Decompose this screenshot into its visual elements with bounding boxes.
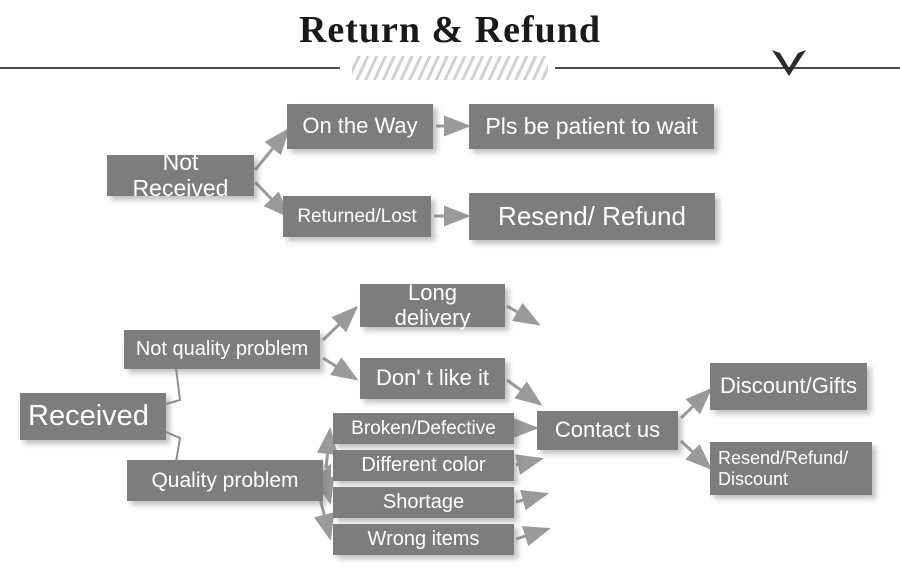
node-resend-refund-discount[interactable]: Resend/Refund/ Discount — [710, 442, 872, 495]
hatched-divider-icon — [352, 56, 548, 80]
page-title: Return & Refund — [298, 9, 602, 51]
chevron-down-icon — [770, 48, 808, 78]
node-not-quality-problem[interactable]: Not quality problem — [124, 330, 320, 369]
node-wrong-items[interactable]: Wrong items — [333, 524, 514, 555]
node-long-delivery[interactable]: Long delivery — [360, 280, 505, 329]
node-different-color[interactable]: Different color — [333, 450, 514, 481]
node-shortage[interactable]: Shortage — [333, 487, 514, 518]
node-resend-refund[interactable]: Resend/ Refund — [469, 193, 715, 240]
node-on-the-way[interactable]: On the Way — [287, 104, 433, 149]
node-not-received[interactable]: Not Received — [107, 149, 254, 200]
node-dont-like-it[interactable]: Don' t like it — [360, 358, 505, 399]
node-quality-problem[interactable]: Quality problem — [127, 460, 323, 501]
node-contact-us[interactable]: Contact us — [537, 411, 678, 450]
node-pls-be-patient-to-wait[interactable]: Pls be patient to wait — [469, 104, 714, 149]
divider-rule-left — [0, 67, 340, 69]
divider-rule-right — [555, 67, 900, 69]
node-received[interactable]: Received — [20, 393, 166, 440]
node-discount-gifts[interactable]: Discount/Gifts — [710, 363, 867, 410]
node-returned-lost[interactable]: Returned/Lost — [283, 196, 431, 237]
node-broken-defective[interactable]: Broken/Defective — [333, 413, 514, 444]
header-divider — [0, 56, 900, 80]
